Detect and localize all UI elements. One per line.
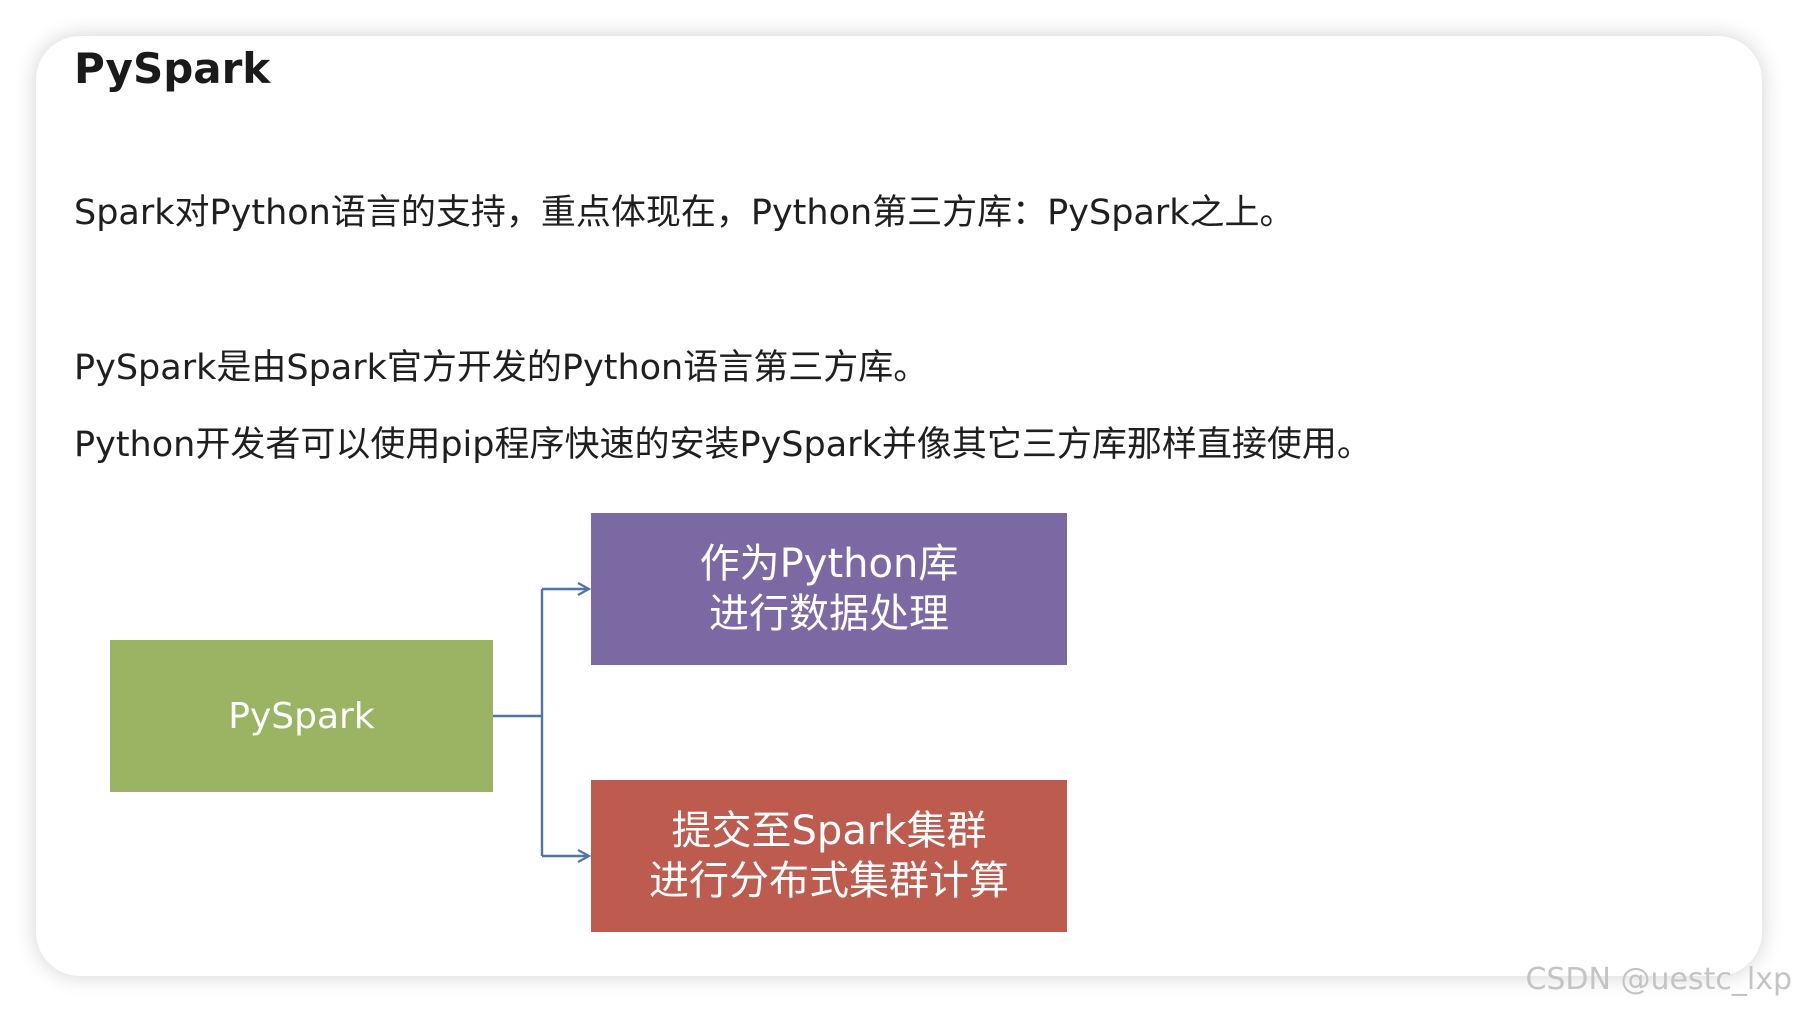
slide-card: PySpark Spark对Python语言的支持，重点体现在，Python第三… — [36, 36, 1762, 976]
pyspark-box: PySpark — [110, 640, 493, 792]
python-library-box-line-2: 进行数据处理 — [709, 591, 949, 637]
paragraph-pip-install: Python开发者可以使用pip程序快速的安装PySpark并像其它三方库那样直… — [74, 425, 1372, 465]
python-library-box-line-1: 作为Python库 — [699, 541, 959, 587]
spark-cluster-box: 提交至Spark集群 进行分布式集群计算 — [591, 780, 1067, 932]
spark-cluster-box-line-2: 进行分布式集群计算 — [649, 858, 1009, 904]
csdn-watermark: CSDN @uestc_lxp — [1525, 962, 1792, 997]
python-library-box: 作为Python库 进行数据处理 — [591, 513, 1067, 665]
slide-title: PySpark — [74, 44, 271, 93]
spark-cluster-box-line-1: 提交至Spark集群 — [671, 808, 987, 854]
pyspark-box-label: PySpark — [228, 695, 375, 737]
paragraph-pyspark-definition: PySpark是由Spark官方开发的Python语言第三方库。 — [74, 348, 929, 388]
paragraph-spark-python-support: Spark对Python语言的支持，重点体现在，Python第三方库：PySpa… — [74, 193, 1295, 233]
